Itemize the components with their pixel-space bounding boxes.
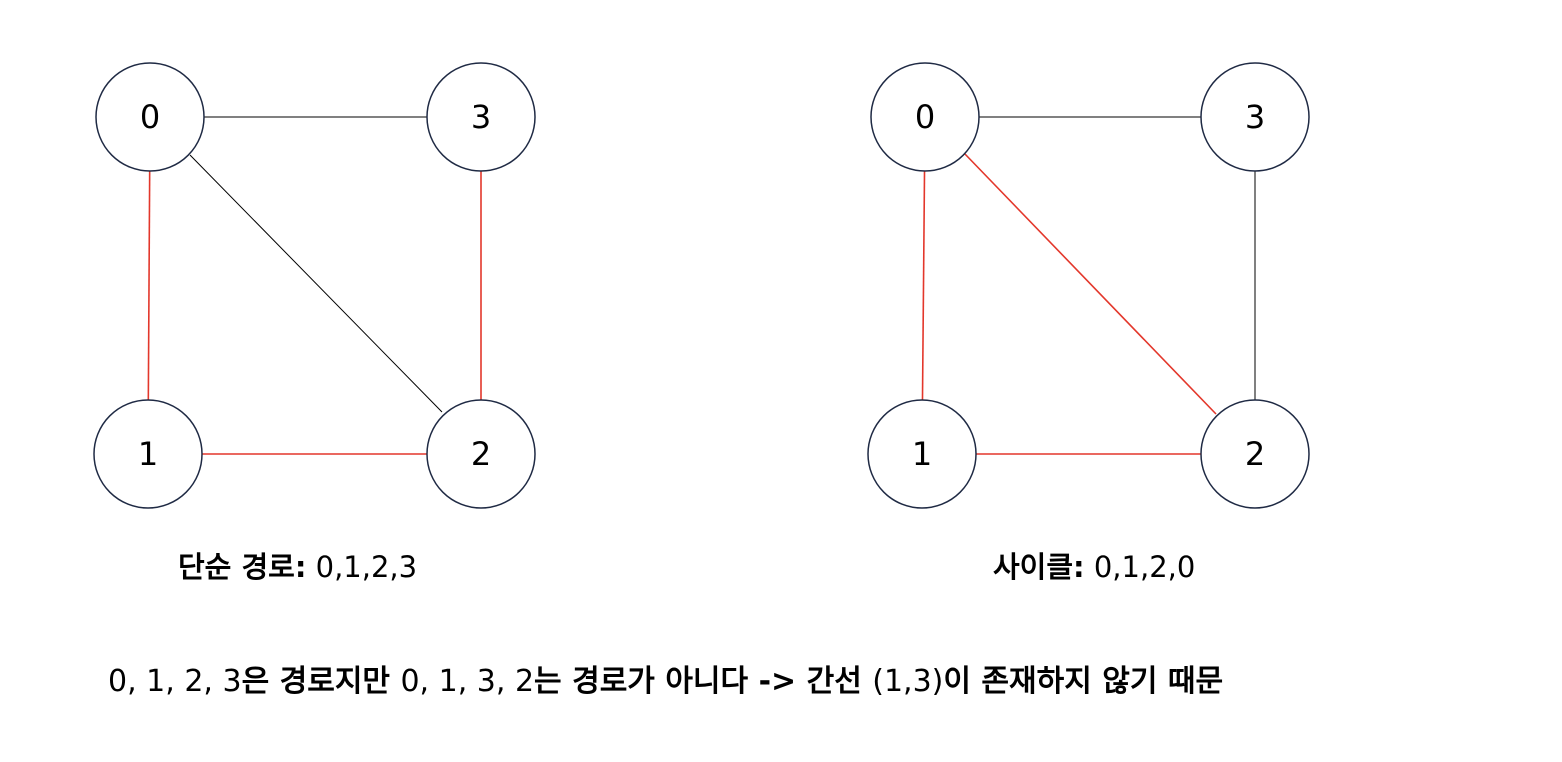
simple-path-edge-0-1 [147,170,151,401]
simple-path-node-1 [93,399,203,509]
cycle-node-label-0: 0 [915,98,935,136]
cycle-edge-0-2 [963,152,1217,415]
explanation-note: 0, 1, 2, 3은 경로지만 0, 1, 3, 2는 경로가 아니다 -> … [108,667,1223,697]
cycle-sequence: 0,1,2,0 [1084,550,1196,584]
simple-path-node-2 [426,399,536,509]
cycle-node-label-3: 3 [1245,98,1265,136]
simple-path-node-0 [95,62,205,172]
cycle-graph: 0 3 1 2 [867,62,1310,509]
note-path-sequence: 0, 1, 2, 3 [108,664,242,699]
simple-path-node-label-1: 1 [138,435,158,473]
simple-path-sequence: 0,1,2,3 [306,550,418,584]
note-missing-edge: (1,3) [872,664,944,699]
simple-path-term: 단순 경로: [178,550,307,584]
cycle-term: 사이클: [993,550,1085,584]
cycle-node-0 [870,62,980,172]
cycle-node-1 [867,399,977,509]
cycle-caption: 사이클: 0,1,2,0 [993,553,1195,582]
cycle-edge-0-1 [921,170,926,401]
simple-path-node-label-3: 3 [471,98,491,136]
cycle-node-2 [1200,399,1310,509]
note-text-3: 이 존재하지 않기 때문 [943,664,1224,699]
simple-path-graph: 0 3 1 2 [93,62,536,509]
cycle-node-label-2: 2 [1245,435,1265,473]
simple-path-node-label-2: 2 [471,435,491,473]
simple-path-node-3 [426,62,536,172]
cycle-node-label-1: 1 [912,435,932,473]
simple-path-caption: 단순 경로: 0,1,2,3 [178,553,417,582]
simple-path-node-label-0: 0 [140,98,160,136]
simple-path-edge-0-2 [189,154,443,413]
note-text-2: 는 경로가 아니다 -> 간선 [534,664,873,699]
note-nonpath-sequence: 0, 1, 3, 2 [400,664,535,699]
cycle-node-3 [1200,62,1310,172]
note-text-1: 은 경로지만 [241,664,401,699]
